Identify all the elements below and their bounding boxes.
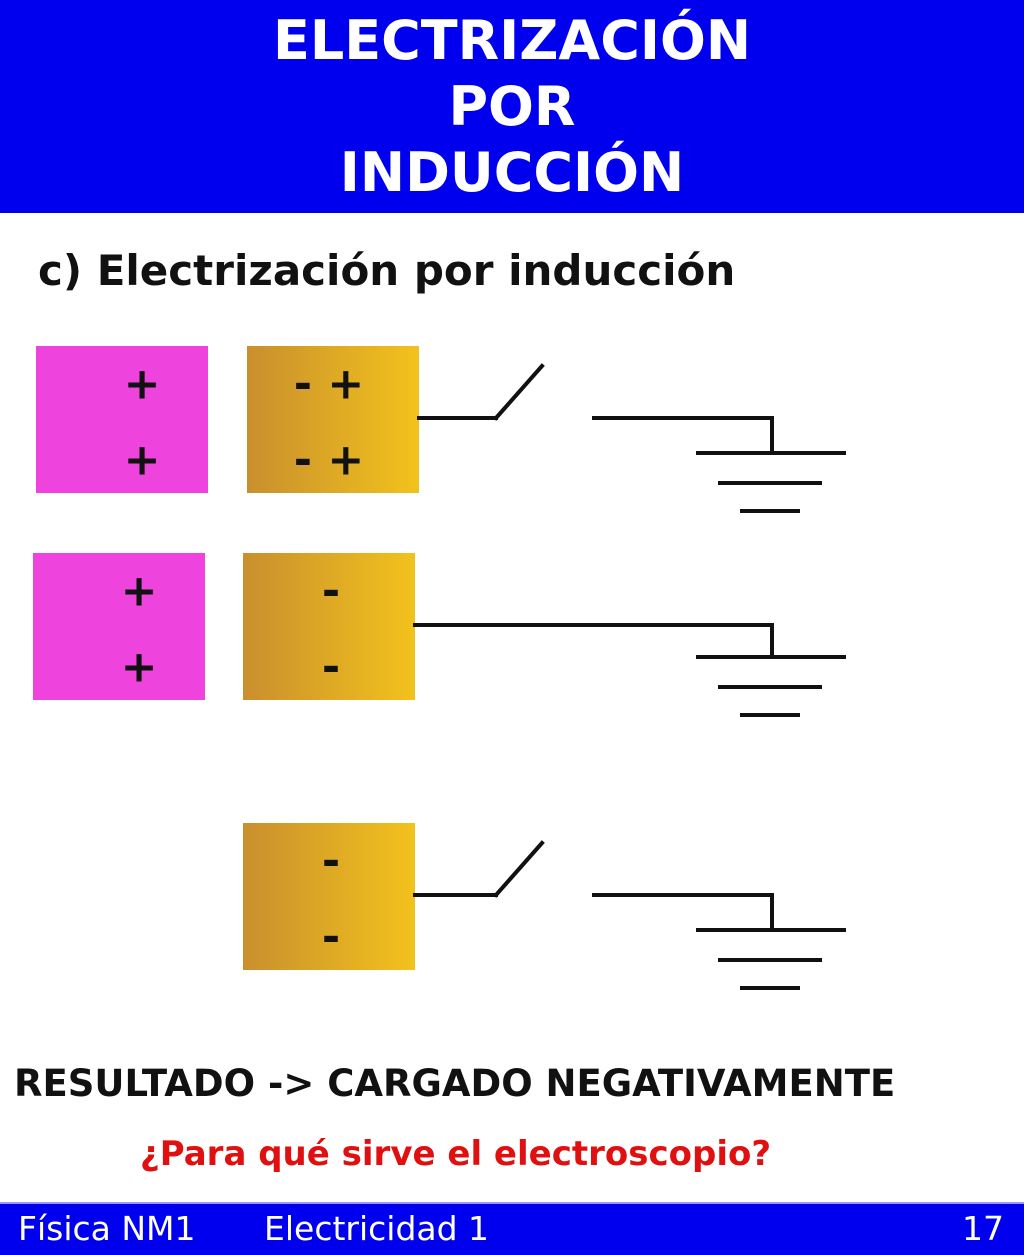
panel-3-switch-blade: [493, 840, 545, 898]
footer-page-number: 17: [962, 1209, 1004, 1248]
panel-1-conductor-plate: [247, 346, 419, 493]
footer-course: Física NM1: [18, 1209, 196, 1248]
panel-2-conductor-sign-2: -: [322, 642, 340, 693]
panel-1-conductor-sign-2: - +: [294, 435, 364, 486]
panel-2-inducer-plate: [33, 553, 205, 700]
title-line-3: INDUCCIÓN: [339, 140, 685, 204]
footer-bar: Física NM1 Electricidad 1 17: [0, 1202, 1024, 1255]
panel-3-conductor-plate: [243, 823, 415, 970]
panel-2-conductor-plate: [243, 553, 415, 700]
title-line-2: POR: [448, 74, 576, 138]
panel-3-conductor-sign-2: -: [322, 912, 340, 963]
panel-1-inducer-plate: [36, 346, 208, 493]
result-text: RESULTADO -> CARGADO NEGATIVAMENTE: [14, 1062, 896, 1105]
panel-1-conductor-sign-1: - +: [294, 359, 364, 410]
panel-1-inducer-sign-2: +: [124, 435, 161, 486]
title-line-1: ELECTRIZACIÓN: [272, 8, 752, 72]
panel-2-inducer-sign-1: +: [121, 566, 158, 617]
induction-diagram: + + - + - + + + - - - -: [33, 346, 846, 990]
panel-2-conductor-sign-1: -: [322, 566, 340, 617]
panel-3-conductor-sign-1: -: [322, 836, 340, 887]
section-subtitle: c) Electrización por inducción: [38, 246, 736, 295]
footer-topic: Electricidad 1: [264, 1209, 490, 1248]
panel-1-switch-blade: [493, 363, 545, 421]
question-text: ¿Para qué sirve el electroscopio?: [140, 1134, 772, 1174]
title-banner: ELECTRIZACIÓN POR INDUCCIÓN: [0, 0, 1024, 213]
panel-1-inducer-sign-1: +: [124, 359, 161, 410]
panel-2-inducer-sign-2: +: [121, 642, 158, 693]
